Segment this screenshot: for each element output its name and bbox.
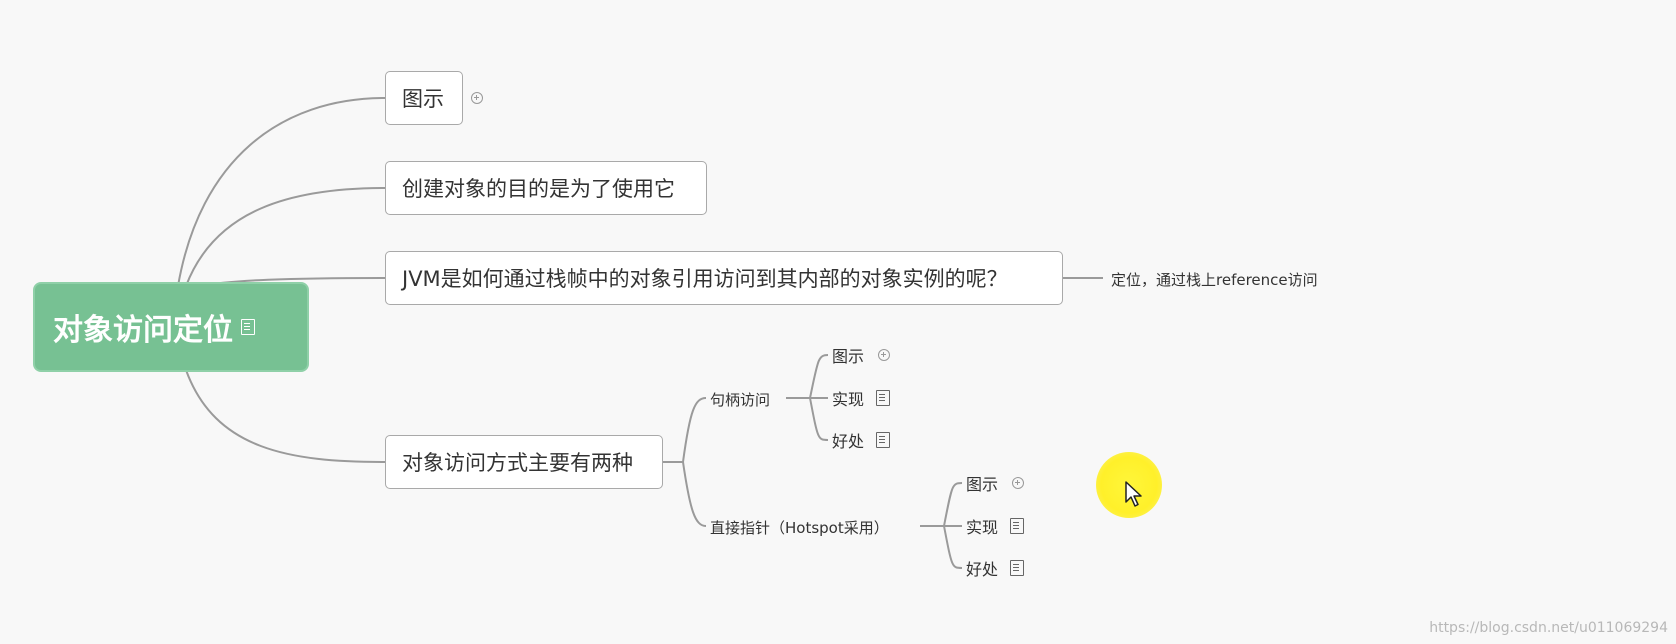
root-label: 对象访问定位 (53, 313, 233, 348)
expand-plus-icon[interactable] (878, 349, 891, 361)
branch-purpose-label: 创建对象的目的是为了使用它 (402, 177, 675, 201)
direct-diagram-leaf[interactable]: 图示 (966, 471, 1025, 495)
direct-impl-leaf[interactable]: 实现 (966, 514, 1025, 538)
handle-diagram-leaf[interactable]: 图示 (832, 343, 891, 367)
root-node[interactable]: 对象访问定位 (35, 284, 307, 370)
branch-diagram-label: 图示 (402, 87, 444, 111)
note-icon[interactable] (1010, 518, 1025, 534)
branch-diagram[interactable]: 图示 (385, 71, 463, 125)
handle-impl-label: 实现 (832, 390, 865, 409)
watermark: https://blog.csdn.net/u011069294 (1429, 620, 1668, 636)
direct-diagram-label: 图示 (966, 475, 999, 494)
note-icon[interactable] (1010, 560, 1025, 576)
mouse-cursor-icon (1125, 481, 1142, 507)
note-icon[interactable] (876, 432, 891, 448)
direct-impl-label: 实现 (966, 518, 999, 537)
question-answer[interactable]: 定位，通过栈上reference访问 (1111, 271, 1318, 289)
note-icon[interactable] (241, 319, 255, 335)
direct-benefit-leaf[interactable]: 好处 (966, 556, 1025, 580)
handle-benefit-label: 好处 (832, 432, 865, 451)
branch-methods-label: 对象访问方式主要有两种 (402, 451, 633, 475)
branch-methods[interactable]: 对象访问方式主要有两种 (385, 435, 663, 489)
handle-impl-leaf[interactable]: 实现 (832, 386, 891, 410)
branch-question-label: JVM是如何通过栈帧中的对象引用访问到其内部的对象实例的呢？ (402, 267, 1008, 291)
handle-access-node[interactable]: 句柄访问 (710, 391, 771, 409)
handle-diagram-label: 图示 (832, 347, 865, 366)
note-icon[interactable] (876, 390, 891, 406)
direct-pointer-node[interactable]: 直接指针（Hotspot采用） (710, 519, 889, 537)
expand-plus-icon[interactable] (471, 92, 483, 104)
handle-benefit-leaf[interactable]: 好处 (832, 428, 891, 452)
branch-question[interactable]: JVM是如何通过栈帧中的对象引用访问到其内部的对象实例的呢？ (385, 251, 1063, 305)
direct-benefit-label: 好处 (966, 560, 999, 579)
expand-plus-icon[interactable] (1012, 477, 1025, 489)
branch-purpose[interactable]: 创建对象的目的是为了使用它 (385, 161, 707, 215)
